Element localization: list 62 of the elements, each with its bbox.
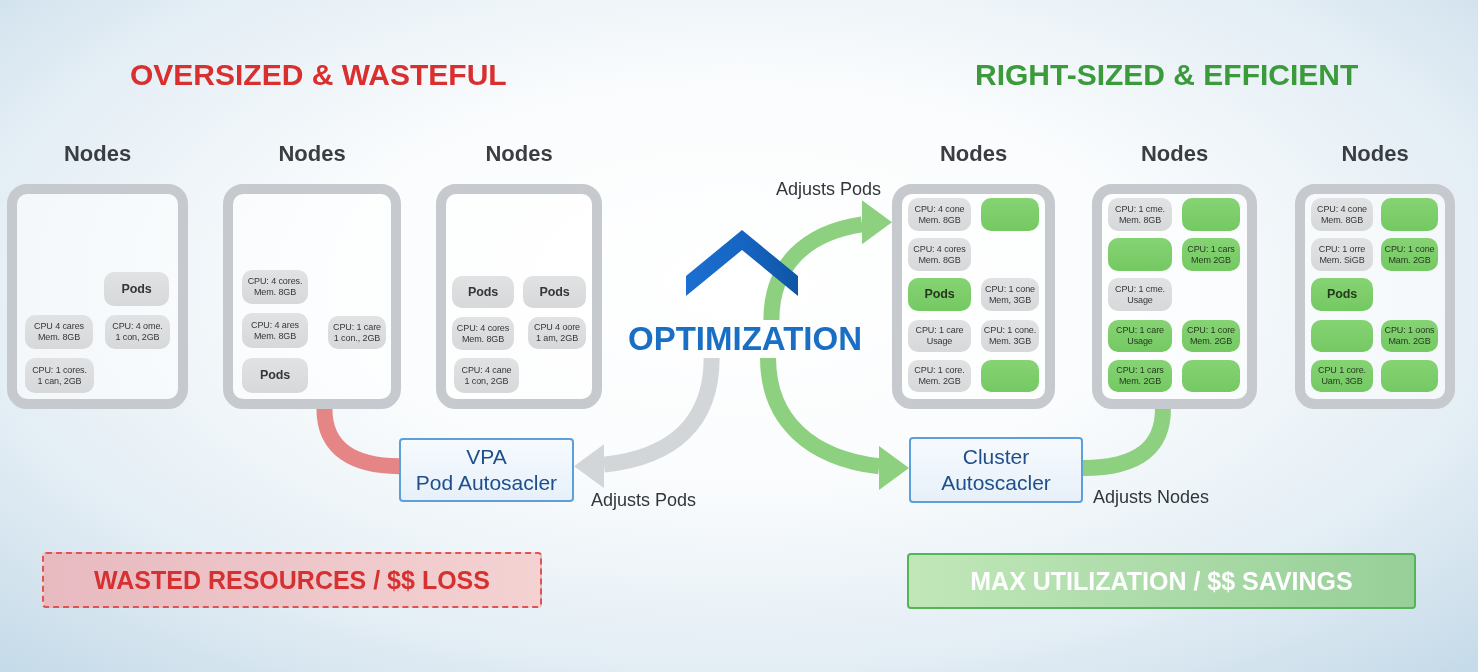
pod-tile: CPU: 4 ome. 1 con, 2GB bbox=[105, 315, 170, 349]
pod-tile: CPU: 4 cores Mem. 8GB bbox=[452, 317, 514, 350]
box-label: Cluster Autoscacler bbox=[940, 444, 1052, 496]
pod-tile: CPU: 1 care Usage bbox=[908, 320, 971, 352]
pod-tile: CPU: 4 ares Mem. 8GB bbox=[242, 313, 308, 348]
pod-tile: Pods bbox=[908, 278, 971, 311]
pod-tile: CPU: 1 care 1 con., 2GB bbox=[328, 316, 386, 349]
arrow bbox=[763, 201, 893, 321]
pod-tile: CPU: 1 cme. Mem. 8GB bbox=[1108, 198, 1172, 231]
pod-tile: Pods bbox=[523, 276, 586, 308]
arrow bbox=[760, 357, 910, 489]
pod-tile bbox=[1381, 198, 1438, 231]
node-heading: Nodes bbox=[278, 140, 346, 168]
section-title: RIGHT-SIZED & EFFICIENT bbox=[975, 57, 1359, 93]
edge-label: Adjusts Pods bbox=[591, 489, 697, 511]
autoscaler-box bbox=[399, 438, 574, 502]
pod-tile: Pods bbox=[452, 276, 514, 308]
pod-tile: CPU: 4 cone Mem. 8GB bbox=[908, 198, 971, 231]
node-heading: Nodes bbox=[63, 140, 132, 168]
node-heading: Nodes bbox=[1140, 140, 1209, 168]
pod-tile: CPU: 1 oons Mam. 2GB bbox=[1381, 320, 1438, 352]
pod-tile bbox=[981, 198, 1039, 231]
arrow bbox=[573, 357, 720, 488]
section-title: OVERSIZED & WASTEFUL bbox=[130, 57, 507, 93]
pod-tile: CPU: 1 cone Mem, 3GB bbox=[981, 278, 1039, 311]
autoscaler-box bbox=[909, 437, 1083, 503]
summary-banner: MAX UTILIZATION / $$ SAVINGS bbox=[907, 553, 1416, 609]
box-label: Pod Autosacler bbox=[415, 470, 558, 496]
pod-tile: CPU 1 core. Uam, 3GB bbox=[1311, 360, 1373, 392]
pod-tile: CPU: 1 care Usage bbox=[1108, 320, 1172, 352]
pod-tile: Pods bbox=[1311, 278, 1373, 311]
pod-tile: CPU: 1 cars Mem. 2GB bbox=[1108, 360, 1172, 392]
pod-tile: CPU: 4 cane 1 con, 2GB bbox=[454, 358, 519, 393]
pod-tile: CPU: 1 cars Mem 2GB bbox=[1182, 238, 1240, 271]
pod-tile: CPU: 4 cores Mem. 8GB bbox=[908, 238, 971, 271]
pod-tile: CPU: 4 cone Mem. 8GB bbox=[1311, 198, 1373, 231]
pod-tile: CPU: 1 cone. Mem. 3GB bbox=[981, 320, 1039, 352]
box-label: VPA bbox=[466, 444, 507, 470]
pod-tile: CPU: 4 cores. Mem. 8GB bbox=[242, 270, 308, 304]
pod-tile: CPU 4 cares Mem. 8GB bbox=[25, 315, 93, 349]
hub-label: OPTIMIZATION bbox=[628, 320, 863, 358]
pod-tile: Pods bbox=[242, 358, 308, 393]
pod-tile bbox=[1381, 360, 1438, 392]
node-heading: Nodes bbox=[485, 140, 553, 168]
pod-tile: CPU 4 oore 1 am, 2GB bbox=[528, 317, 586, 349]
pod-tile: CPU: 1 cores. 1 can, 2GB bbox=[25, 358, 94, 393]
edge-label: Adjusts Pods bbox=[776, 178, 882, 200]
pod-tile: CPU: 1 cme. Usage bbox=[1108, 278, 1172, 311]
edge-label: Adjusts Nodes bbox=[1093, 486, 1210, 508]
pod-tile bbox=[981, 360, 1039, 392]
pod-tile bbox=[1108, 238, 1172, 271]
pod-tile: Pods bbox=[104, 272, 169, 306]
pod-tile: CPU: 1 core. Mem. 2GB bbox=[908, 360, 971, 392]
pod-tile bbox=[1311, 320, 1373, 352]
pod-tile bbox=[1182, 360, 1240, 392]
pod-tile: CPU: 1 orre Mem. SiGB bbox=[1311, 238, 1373, 271]
node-heading: Nodes bbox=[1341, 140, 1409, 168]
pod-tile: CPU: 1 cone Mam. 2GB bbox=[1381, 238, 1438, 271]
summary-banner: WASTED RESOURCES / $$ LOSS bbox=[42, 552, 542, 608]
pod-tile: CPU: 1 core Mem. 2GB bbox=[1182, 320, 1240, 352]
pod-tile bbox=[1182, 198, 1240, 231]
node-heading: Nodes bbox=[939, 140, 1008, 168]
